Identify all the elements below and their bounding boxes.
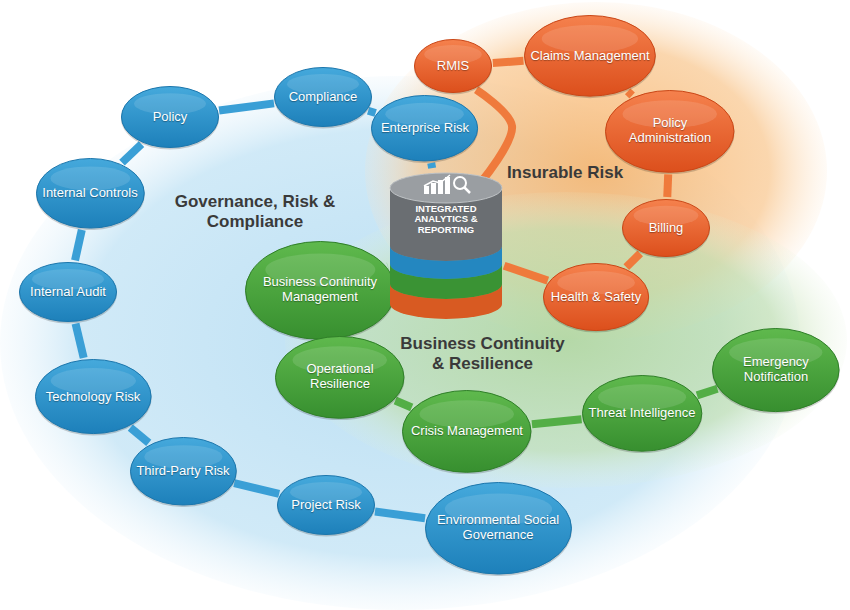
topic-circle: Health & Safety	[542, 261, 650, 333]
topic-circle: Enterprise Risk	[370, 93, 479, 163]
node-label: Technology Risk	[46, 390, 141, 405]
node-label: RMIS	[437, 59, 470, 74]
node-label: Third-Party Risk	[136, 464, 229, 479]
topic-circle: Technology Risk	[34, 357, 153, 436]
node-label: Internal Controls	[42, 186, 137, 201]
node-label: Policy Administration	[611, 116, 728, 146]
region-heading: Governance, Risk & Compliance	[170, 192, 340, 233]
node-label: Environmental Social Governance	[431, 513, 566, 543]
topic-circle: Policy Administration	[604, 88, 735, 175]
node-label: INTEGRATED ANALYTICS & REPORTING	[396, 204, 496, 235]
topic-circle: Compliance	[273, 65, 373, 129]
topic-circle: Operational Resilience	[274, 334, 405, 421]
stack-heading: INTEGRATED ANALYTICS & REPORTING	[396, 204, 496, 237]
node-label: Internal Audit	[30, 285, 106, 300]
topic-circle: Internal Controls	[35, 156, 146, 231]
node-label: Emergency Notification	[718, 355, 834, 385]
analytics-stack: INTEGRATED ANALYTICS & REPORTING	[386, 166, 506, 326]
topic-circle: Billing	[621, 197, 711, 259]
node-label: Operational Resilience	[281, 362, 398, 392]
topic-circle: Project Risk	[276, 473, 376, 537]
node-label: Enterprise Risk	[381, 121, 469, 136]
node-label: Threat Intelligence	[589, 406, 696, 421]
node-label: Crisis Management	[411, 424, 523, 439]
node-label: Compliance	[289, 90, 358, 105]
node-label: Business Continuity Management	[251, 275, 390, 305]
topic-circle: Internal Audit	[18, 260, 118, 324]
node-label: Claims Management	[530, 49, 649, 64]
region-heading: Insurable Risk	[500, 163, 630, 183]
topic-circle: RMIS	[413, 37, 493, 95]
region-heading: Business Continuity & Resilience	[395, 334, 570, 375]
node-label: Governance, Risk & Compliance	[170, 192, 340, 233]
node-label: Business Continuity & Resilience	[395, 334, 570, 375]
region-band: Business Continuity & ResilienceBusiness…	[285, 192, 847, 488]
topic-circle: Claims Management	[523, 13, 657, 99]
topic-circle: Threat Intelligence	[581, 373, 703, 454]
topic-circle: Emergency Notification	[711, 326, 841, 414]
topic-circle: Environmental Social Governance	[424, 480, 573, 577]
node-label: Policy	[153, 110, 188, 125]
topic-circle: Business Continuity Management	[244, 239, 397, 342]
topic-circle: Policy	[120, 84, 220, 150]
topic-circle: Crisis Management	[401, 388, 532, 475]
topic-circle: Third-Party Risk	[129, 435, 238, 508]
node-label: Project Risk	[291, 498, 360, 513]
node-label: Insurable Risk	[500, 163, 630, 183]
stack-shape	[386, 166, 506, 326]
node-label: Billing	[649, 221, 684, 236]
node-label: Health & Safety	[551, 290, 641, 305]
